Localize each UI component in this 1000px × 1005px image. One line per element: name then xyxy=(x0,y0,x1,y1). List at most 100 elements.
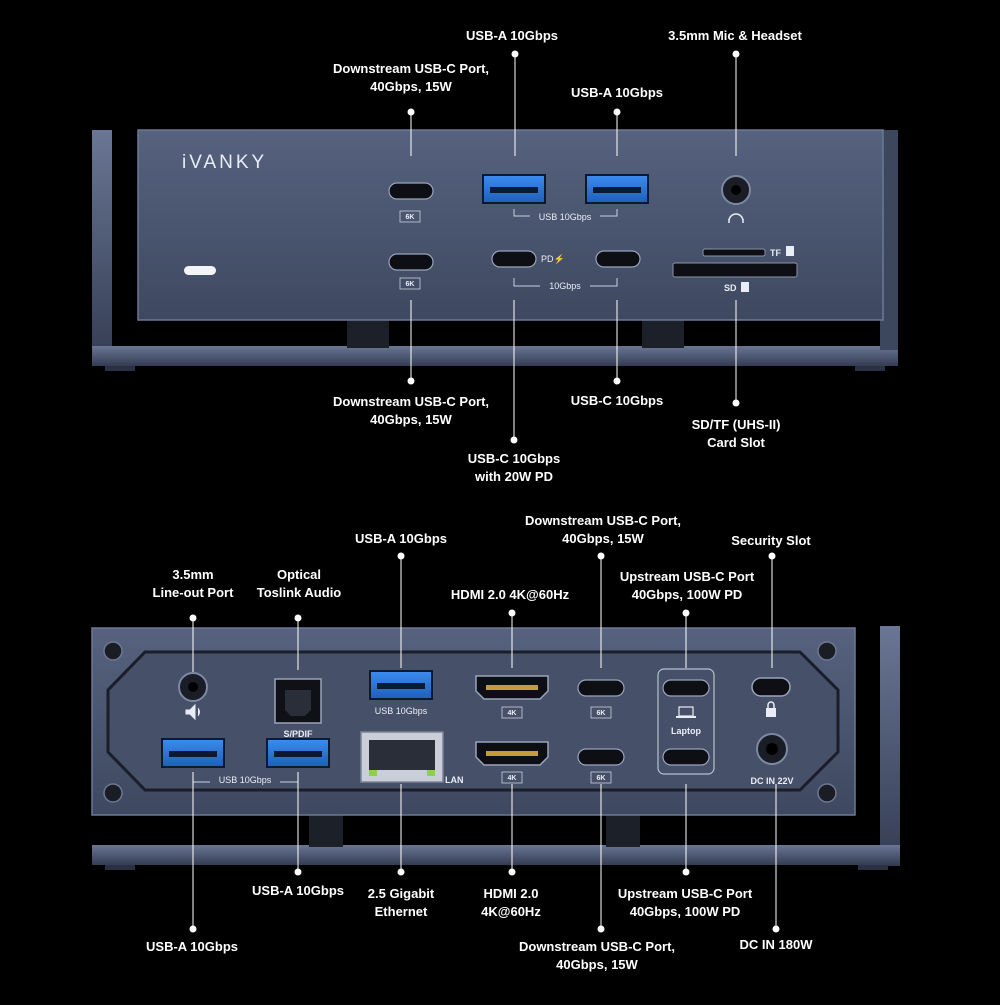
usba-tongue xyxy=(169,751,217,757)
laptop-icon-base xyxy=(676,716,696,718)
callout-rear-usba-right: USB-A 10Gbps xyxy=(252,883,344,898)
lock-icon xyxy=(766,708,776,717)
usba-tongue xyxy=(274,751,322,757)
upstream-usbc-bottom xyxy=(662,748,710,766)
front-stand-right xyxy=(880,130,898,350)
badge-6k xyxy=(399,277,421,290)
callout-rear-usbc-down-top: Downstream USB-C Port, 40Gbps, 15W xyxy=(524,513,682,546)
callout-rear-dc-in: DC IN 180W xyxy=(739,937,813,952)
callout-rear-ethernet: 2.5 Gigabit Ethernet xyxy=(367,886,435,919)
rear-usbc-down-top xyxy=(577,679,625,697)
ethernet-led xyxy=(427,770,435,776)
lock-icon-shackle xyxy=(767,701,775,708)
front-stand-base xyxy=(92,346,898,366)
sd-label: SD xyxy=(724,283,737,293)
brand-logo: iVANKY xyxy=(182,152,267,173)
front-leader-lines xyxy=(407,50,740,444)
badge-6k-label: 6K xyxy=(406,214,415,221)
usba-tongue xyxy=(377,683,425,689)
power-led xyxy=(184,266,216,275)
usba-tongue xyxy=(490,187,538,193)
hdmi-pins xyxy=(486,751,538,756)
dc-in-label: DC IN 22V xyxy=(750,776,793,786)
lineout-jack-hole xyxy=(188,682,198,692)
rear-dock: S/PDIF USB 10Gbps USB 10Gbps LAN 4K 4K 6… xyxy=(91,552,900,933)
sd-card-icon xyxy=(741,282,749,292)
callout-front-card-slot: SD/TF (UHS-II) Card Slot xyxy=(691,417,781,450)
speaker-icon xyxy=(185,703,200,721)
rear-support xyxy=(606,813,640,847)
callout-front-usbc-tb-top: Downstream USB-C Port, 40Gbps, 15W xyxy=(332,61,490,94)
security-slot xyxy=(751,677,791,697)
tf-slot xyxy=(702,248,766,257)
callout-rear-usbc-down-bottom: Downstream USB-C Port, 40Gbps, 15W xyxy=(518,939,676,972)
spdif-label: S/PDIF xyxy=(283,729,313,739)
usbc-tb-port-top xyxy=(388,182,434,200)
rear-usbc-down-bottom xyxy=(577,748,625,766)
usbc-10g-port xyxy=(595,250,641,268)
callout-front-usbc-tb-bottom: Downstream USB-C Port, 40Gbps, 15W xyxy=(332,394,490,427)
rear-usb-top-label: USB 10Gbps xyxy=(375,706,428,716)
usbc-group-bracket xyxy=(513,278,618,287)
callout-rear-usba-left: USB-A 10Gbps xyxy=(146,939,238,954)
screw-icon xyxy=(817,641,837,661)
front-panel xyxy=(137,129,884,321)
tf-label: TF xyxy=(770,248,781,258)
dc-in-hole xyxy=(766,743,778,755)
callout-rear-usba-top: USB-A 10Gbps xyxy=(355,531,447,546)
front-stand-left xyxy=(92,130,112,365)
screw-icon xyxy=(817,783,837,803)
upstream-group-frame xyxy=(657,668,715,775)
front-support xyxy=(347,318,389,348)
rear-inner-plate xyxy=(106,650,840,792)
callout-front-usba-right: USB-A 10Gbps xyxy=(571,85,663,100)
callout-rear-upstream-bottom: Upstream USB-C Port 40Gbps, 100W PD xyxy=(617,886,753,919)
usbc-group-label: 10Gbps xyxy=(549,281,581,291)
badge-4k xyxy=(501,706,523,719)
callout-front-audio: 3.5mm Mic & Headset xyxy=(668,28,802,43)
callout-rear-hdmi-bottom: HDMI 2.0 4K@60Hz xyxy=(481,886,541,919)
sd-slot xyxy=(672,262,798,278)
badge-6k xyxy=(399,210,421,223)
front-dock: iVANKY 6K 6K USB 10Gbps PD⚡ 10Gbps TF SD xyxy=(92,50,898,444)
callout-rear-lineout: 3.5mm Line-out Port xyxy=(152,567,234,600)
lan-label: LAN xyxy=(445,775,464,785)
callout-front-usba-left: USB-A 10Gbps xyxy=(466,28,558,43)
badge-4k xyxy=(501,771,523,784)
hdmi-pins xyxy=(486,685,538,690)
callout-rear-toslink: Optical Toslink Audio xyxy=(256,567,342,600)
laptop-label: Laptop xyxy=(671,726,701,736)
usbc-tb-port-bottom xyxy=(388,253,434,271)
rear-support xyxy=(309,813,343,847)
rear-leader-lines xyxy=(189,552,780,933)
usbc-pd-port xyxy=(491,250,537,268)
rear-foot xyxy=(105,865,135,870)
front-support xyxy=(642,318,684,348)
headset-icon xyxy=(728,213,744,223)
rear-stand-base xyxy=(92,845,900,865)
front-foot xyxy=(105,366,135,371)
ethernet-socket xyxy=(369,740,435,770)
badge-4k-label: 4K xyxy=(508,710,517,717)
rear-foot xyxy=(858,865,888,870)
usba-tongue xyxy=(593,187,641,193)
front-foot xyxy=(855,366,885,371)
usba-group-label: USB 10Gbps xyxy=(539,212,592,222)
callout-front-usbc-10g: USB-C 10Gbps xyxy=(570,393,664,408)
usba-group-bracket xyxy=(513,209,618,217)
badge-6k xyxy=(590,706,612,719)
upstream-usbc-top xyxy=(662,679,710,697)
callout-rear-security: Security Slot xyxy=(731,533,811,548)
screw-icon xyxy=(103,641,123,661)
rear-stand-right xyxy=(880,626,900,866)
badge-6k-label: 6K xyxy=(597,710,606,717)
badge-6k-label: 6K xyxy=(597,775,606,782)
tf-card-icon xyxy=(786,246,794,256)
screw-icon xyxy=(103,783,123,803)
toslink-shutter xyxy=(285,690,311,716)
badge-6k-label: 6K xyxy=(406,281,415,288)
callout-rear-hdmi-top: HDMI 2.0 4K@60Hz xyxy=(450,587,570,602)
badge-6k xyxy=(590,771,612,784)
